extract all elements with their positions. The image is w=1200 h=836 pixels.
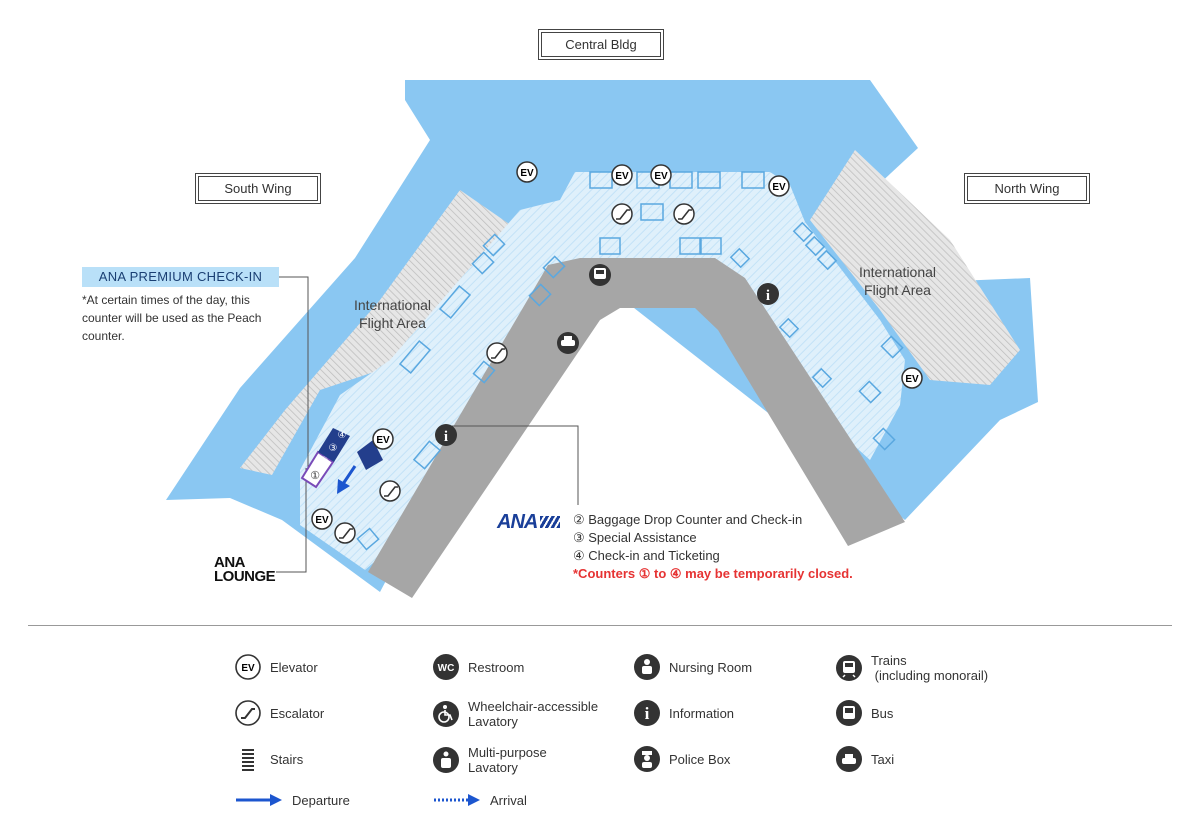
escalator-icon (379, 480, 401, 502)
legend-elevator: EV Elevator (234, 653, 318, 681)
legend-information: i Information (633, 699, 734, 727)
svg-text:EV: EV (241, 663, 255, 674)
ana-logo: ANA (497, 511, 561, 534)
train-icon (836, 655, 862, 681)
svg-text:EV: EV (905, 374, 919, 385)
multipurpose-icon (433, 747, 459, 773)
north-wing-label: North Wing (964, 173, 1090, 204)
elevator-icon: EV (235, 654, 261, 680)
escalator-icon (334, 522, 356, 544)
elevator-icon: EV (650, 164, 672, 186)
ana-item: ② Baggage Drop Counter and Check-in (573, 512, 803, 527)
north-intl-area (810, 150, 1020, 385)
elevator-icon: EV (516, 161, 538, 183)
train-marker (589, 264, 611, 286)
legend-escalator: Escalator (234, 699, 324, 727)
legend-nursing: Nursing Room (633, 653, 752, 681)
svg-text:EV: EV (376, 435, 390, 446)
svg-text:EV: EV (772, 182, 786, 193)
ana-counter-list: ② Baggage Drop Counter and Check-in ③ Sp… (573, 511, 853, 583)
svg-text:i: i (766, 288, 770, 304)
info-icon: i (634, 700, 660, 726)
elevator-icon: EV (901, 367, 923, 389)
legend-trains: Trains (including monorail) (835, 653, 988, 683)
ana-counters: ① ② ③ ④ (300, 428, 383, 489)
escalator-icon (235, 700, 261, 726)
legend-stairs: Stairs (234, 745, 303, 773)
svg-text:EV: EV (615, 171, 629, 182)
departure-icon (236, 794, 282, 806)
elevator-icon: EV (372, 428, 394, 450)
premium-note: *At certain times of the day, this count… (82, 293, 262, 343)
info-marker: i (757, 283, 779, 305)
ana-item: ④ Check-in and Ticketing (573, 548, 720, 563)
south-wing-label: South Wing (195, 173, 321, 204)
bus-icon (836, 700, 862, 726)
taxi-icon (836, 746, 862, 772)
counter-2: ② (320, 456, 329, 467)
escalator-icon (611, 203, 633, 225)
legend-wheelchair: Wheelchair-accessible Lavatory (432, 699, 598, 729)
legend-arrival: Arrival (432, 790, 527, 810)
counter-3: ③ (329, 443, 338, 454)
ana-premium-checkin-title: ANA PREMIUM CHECK-IN (82, 267, 279, 287)
counter-1: ① (310, 469, 320, 482)
south-intl-area (240, 190, 515, 475)
access-road (368, 258, 905, 598)
restroom-icon: WC (433, 654, 459, 680)
svg-text:EV: EV (520, 168, 534, 179)
elevator-icon: EV (311, 508, 333, 530)
svg-text:WC: WC (438, 663, 455, 674)
callout-lines (276, 276, 579, 573)
legend-police: Police Box (633, 745, 730, 773)
elevator-icon: EV (611, 164, 633, 186)
legend-taxi: Taxi (835, 745, 894, 773)
legend-bus: Bus (835, 699, 893, 727)
elevator-icon: EV (768, 175, 790, 197)
central-bldg-label: Central Bldg (538, 29, 664, 60)
terminal-map: ① ② ③ ④ EV EV EV EV EV EV EV i i (166, 80, 1038, 598)
svg-text:EV: EV (315, 515, 329, 526)
info-marker: i (435, 424, 457, 446)
ana-warning: *Counters ① to ④ may be temporarily clos… (573, 566, 853, 581)
legend-divider (28, 625, 1172, 626)
escalator-icon (486, 342, 508, 364)
ana-item: ③ Special Assistance (573, 530, 697, 545)
departure-arrow (337, 465, 357, 494)
counter-4: ④ (338, 430, 347, 441)
escalator-markers (334, 203, 695, 544)
legend-multipurpose: Multi-purpose Lavatory (432, 745, 547, 775)
taxi-marker (557, 332, 579, 354)
concourse-floor (300, 172, 905, 570)
svg-text:i: i (645, 704, 650, 723)
legend-departure: Departure (234, 790, 350, 810)
legend-restroom: WC Restroom (432, 653, 524, 681)
nursing-room-icon (634, 654, 660, 680)
police-icon (634, 746, 660, 772)
arrival-icon (434, 794, 480, 806)
elevator-markers: EV EV EV EV EV EV EV (311, 161, 923, 530)
escalator-icon (673, 203, 695, 225)
svg-text:i: i (444, 429, 448, 445)
wheelchair-icon (433, 701, 459, 727)
stairs-icon (242, 749, 254, 771)
svg-text:EV: EV (654, 171, 668, 182)
